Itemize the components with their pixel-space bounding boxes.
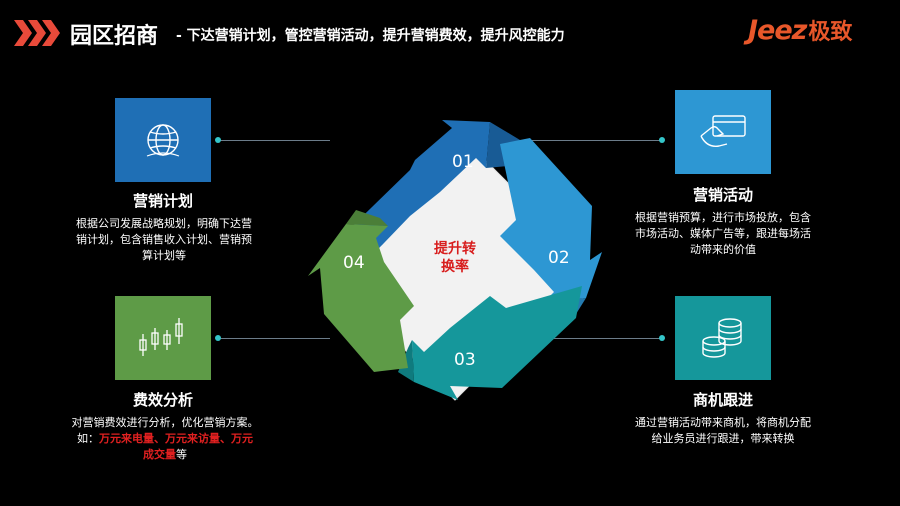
efficiency-desc-prefix: 如：: [77, 432, 99, 445]
efficiency-tile: [115, 296, 211, 380]
center-label: 提升转 换率: [420, 240, 490, 276]
arrow-02: [500, 138, 602, 304]
efficiency-desc-line3: 成交量等: [45, 447, 285, 463]
efficiency-desc-suffix: 等: [176, 448, 187, 461]
connector-dot-followup: [659, 335, 665, 341]
efficiency-desc-highlight2: 成交量: [143, 448, 176, 461]
efficiency-description: 对营销费效进行分析，优化营销方案。 如：万元来电量、万元来访量、万元 成交量等: [45, 415, 285, 463]
followup-tile: [675, 296, 771, 380]
followup-desc-line2: 给业务员进行跟进，带来转换: [651, 432, 795, 445]
cycle-diagram: [308, 120, 602, 401]
arrow-03: [412, 286, 582, 400]
plan-desc-line1: 根据公司发展战略规划，明确下达营: [76, 217, 252, 230]
globe-icon: [146, 124, 180, 157]
activity-desc-line3: 动带来的价值: [690, 243, 756, 256]
activity-desc-line2: 市场活动、媒体广告等，跟进每场活: [635, 227, 811, 240]
connector-line-activity: [520, 140, 662, 141]
candlestick-chart-icon: [139, 318, 183, 356]
connector-dot-activity: [659, 137, 665, 143]
arrow-04: [308, 224, 414, 372]
activity-tile: [675, 90, 771, 174]
card-payment-icon: [700, 115, 746, 147]
jeez-logo: Jeez极致: [748, 14, 852, 46]
plan-desc-line2: 销计划，包含销售收入计划、营销预: [76, 233, 252, 246]
step-number-02: 02: [548, 248, 570, 268]
activity-title: 营销活动: [692, 186, 753, 204]
arrow-04-fold: [346, 210, 388, 226]
center-label-line2: 换率: [441, 259, 469, 275]
logo-text: Jeez: [748, 15, 807, 46]
logo-cn-text: 极致: [808, 20, 853, 45]
page-title: 园区招商: [70, 24, 159, 49]
connector-line-followup: [520, 338, 662, 339]
header: 园区招商 - 下达营销计划，管控营销活动，提升营销费效，提升风控能力 Jeez极…: [0, 0, 900, 60]
efficiency-title: 费效分析: [132, 391, 193, 409]
page-subtitle: - 下达营销计划，管控营销活动，提升营销费效，提升风控能力: [176, 28, 565, 44]
activity-description: 根据营销预算，进行市场投放，包含 市场活动、媒体广告等，跟进每场活 动带来的价值: [610, 210, 836, 258]
plan-title: 营销计划: [132, 192, 193, 210]
triple-chevron-icon: [14, 20, 60, 46]
plan-description: 根据公司发展战略规划，明确下达营 销计划，包含销售收入计划、营销预 算计划等: [50, 216, 278, 264]
step-number-03: 03: [454, 350, 476, 370]
step-number-01: 01: [452, 152, 474, 172]
plan-desc-line3: 算计划等: [142, 249, 186, 262]
plan-tile: [115, 98, 211, 182]
followup-title: 商机跟进: [692, 391, 753, 409]
efficiency-desc-line2: 如：万元来电量、万元来访量、万元: [45, 431, 285, 447]
efficiency-desc-highlight1: 万元来电量、万元来访量、万元: [99, 432, 253, 445]
connector-line-efficiency: [218, 338, 330, 339]
coins-stack-icon: [702, 318, 742, 358]
connector-dot-efficiency: [215, 335, 221, 341]
step-number-04: 04: [343, 253, 365, 273]
connector-dot-plan: [215, 137, 221, 143]
followup-desc-line1: 通过营销活动带来商机，将商机分配: [635, 416, 811, 429]
followup-description: 通过营销活动带来商机，将商机分配 给业务员进行跟进，带来转换: [610, 415, 836, 447]
activity-desc-line1: 根据营销预算，进行市场投放，包含: [635, 211, 811, 224]
connector-line-plan: [218, 140, 330, 141]
center-label-line1: 提升转: [434, 241, 476, 257]
efficiency-desc-line1: 对营销费效进行分析，优化营销方案。: [71, 416, 259, 429]
